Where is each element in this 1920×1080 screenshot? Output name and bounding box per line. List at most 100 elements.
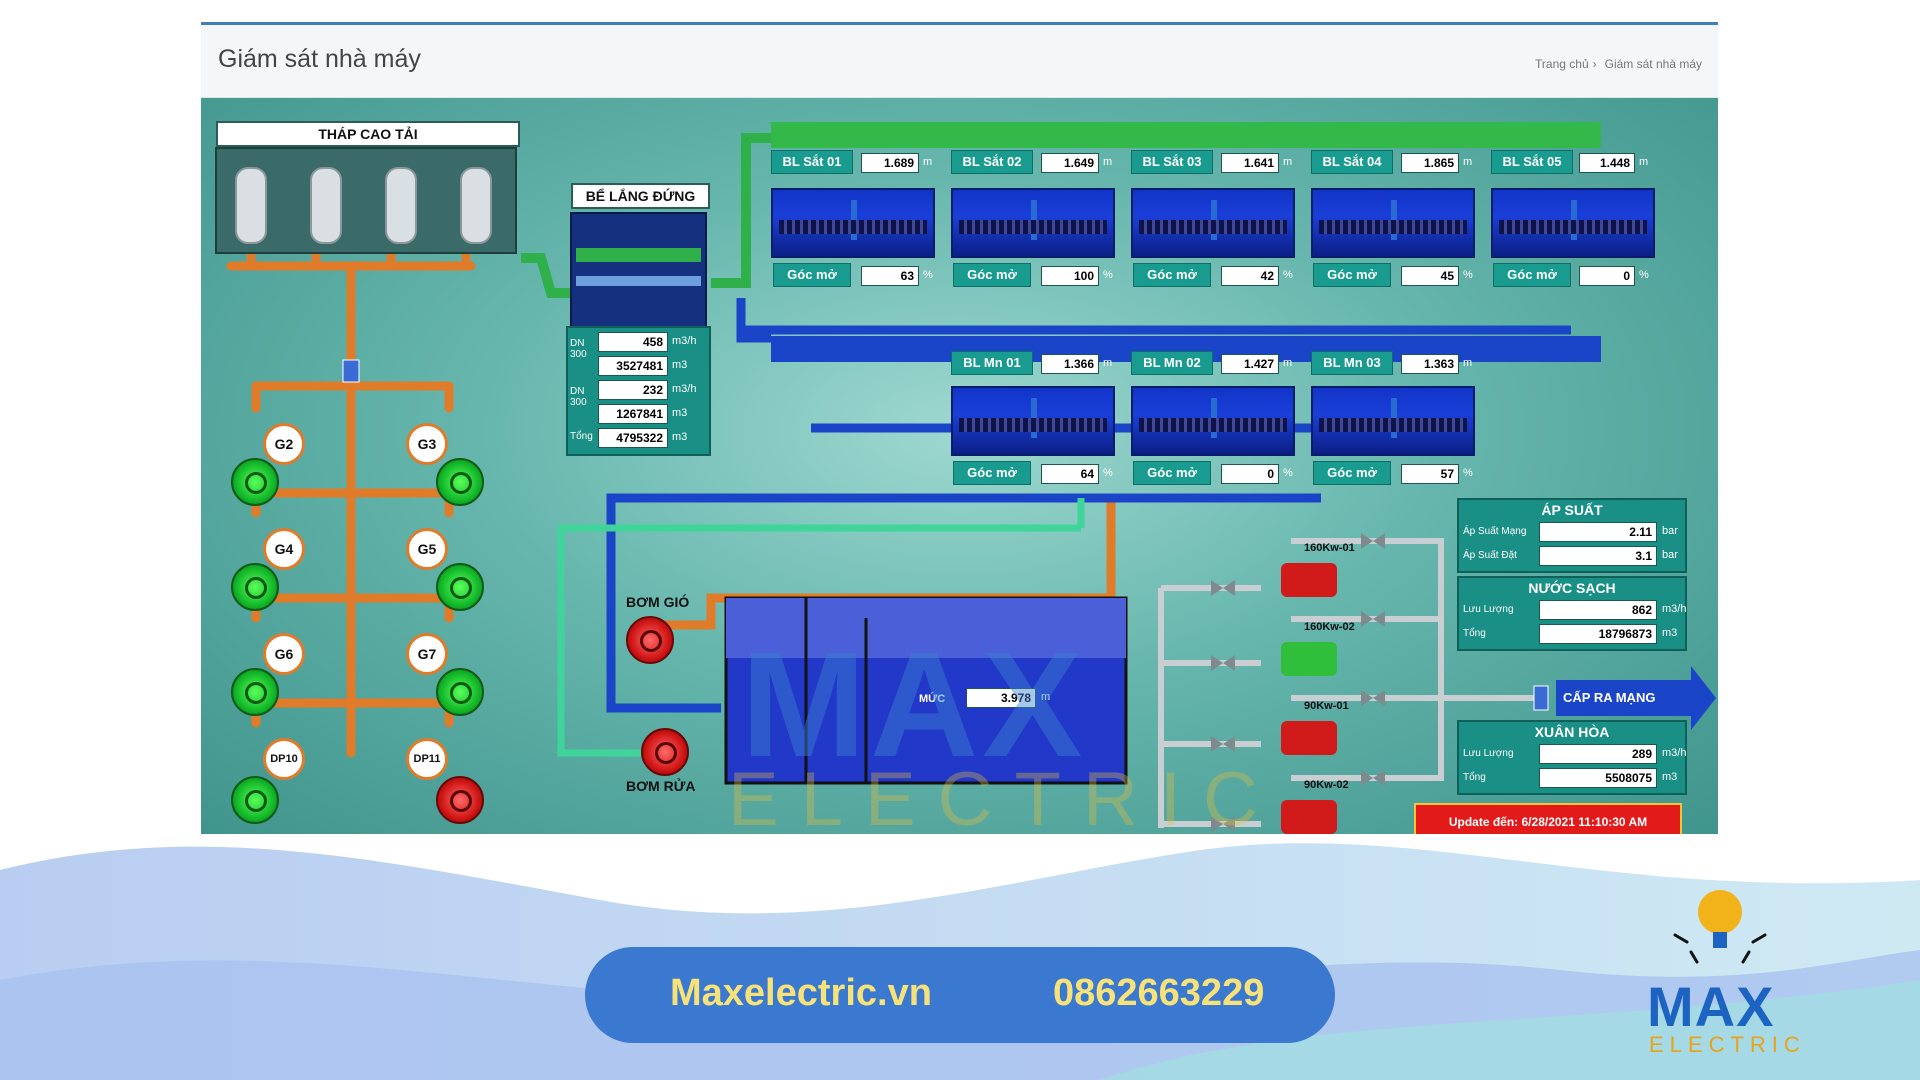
pressure-network-label: Áp Suất Mạng xyxy=(1463,526,1527,537)
tower-label: THÁP CAO TẢI xyxy=(216,121,520,147)
pressure-setpoint-unit: bar xyxy=(1662,549,1678,561)
iron-filter-1-open-unit: % xyxy=(923,269,933,281)
xuan-hoa-total-label: Tổng xyxy=(1463,772,1486,783)
iron-filter-2-open-label: Góc mở xyxy=(953,263,1031,287)
well-g4-pump[interactable] xyxy=(231,563,279,611)
manganese-filter-3-name: BL Mn 03 xyxy=(1311,351,1393,375)
manganese-filter-1-open: 64 xyxy=(1041,464,1099,484)
logo-text-max: MAX xyxy=(1647,975,1775,1038)
manganese-filter-3-open: 57 xyxy=(1401,464,1459,484)
wash-pump-label: BƠM RỬA xyxy=(626,778,696,794)
manganese-filter-2-open-label: Góc mở xyxy=(1133,461,1211,485)
iron-filter-1-tank xyxy=(771,188,935,258)
xuan-hoa-flow-value: 289 xyxy=(1539,744,1657,764)
clean-water-total-value: 18796873 xyxy=(1539,624,1657,644)
flow-meter-1-label: DN 300 xyxy=(570,338,587,360)
manganese-filter-2-level-unit: m xyxy=(1283,357,1293,369)
manganese-filter-1-name: BL Mn 01 xyxy=(951,351,1033,375)
watermark-electric: ELECTRIC xyxy=(728,757,1280,834)
iron-filter-2-open-unit: % xyxy=(1103,269,1113,281)
iron-filter-3-level: 1.641 xyxy=(1221,153,1279,173)
iron-filter-4-level-unit: m xyxy=(1463,156,1473,168)
breadcrumb: Trang chủ›Giám sát nhà máy xyxy=(1535,57,1702,71)
brand-logo: MAX ELECTRIC xyxy=(1645,880,1800,1060)
iron-filter-4-open: 45 xyxy=(1401,266,1459,286)
logo-text-electric: ELECTRIC xyxy=(1649,1032,1806,1057)
iron-filter-3-level-unit: m xyxy=(1283,156,1293,168)
pressure-setpoint-value: 3.1 xyxy=(1539,546,1657,566)
pressure-title: ÁP SUẤT xyxy=(1541,502,1603,518)
flow-meter-2-total-unit: m3 xyxy=(672,407,688,419)
website-link[interactable]: Maxelectric.vn xyxy=(670,972,932,1014)
iron-filter-2-level: 1.649 xyxy=(1041,153,1099,173)
well-dp10-pump[interactable] xyxy=(231,776,279,824)
well-dp11-pump[interactable] xyxy=(436,776,484,824)
iron-filter-3-open-label: Góc mở xyxy=(1133,263,1211,287)
well-dp11-label: DP11 xyxy=(406,738,448,780)
iron-filter-5-name: BL Sắt 05 xyxy=(1491,150,1573,174)
phone-number[interactable]: 0862663229 xyxy=(1053,972,1265,1014)
flow-meter-1-total: 3527481 xyxy=(598,356,668,376)
iron-filter-4-open-unit: % xyxy=(1463,269,1473,281)
manganese-filter-3-tank xyxy=(1311,386,1475,456)
well-g3-pump[interactable] xyxy=(436,458,484,506)
flow-meter-box: DN 300 458 m3/h 3527481 m3 DN 300 232 m3… xyxy=(566,326,711,456)
iron-filter-2-level-unit: m xyxy=(1103,156,1113,168)
flow-total-unit: m3 xyxy=(672,431,688,443)
manganese-filter-3-level: 1.363 xyxy=(1401,354,1459,374)
iron-filter-5-open-unit: % xyxy=(1639,269,1649,281)
iron-filter-3-tank xyxy=(1131,188,1295,258)
flow-meter-1-flow-unit: m3/h xyxy=(672,335,697,347)
iron-filter-1-open: 63 xyxy=(861,266,919,286)
blower-pump[interactable] xyxy=(626,616,674,664)
clean-water-box: NƯỚC SẠCH Lưu Lượng 862 m3/h Tổng 187968… xyxy=(1457,576,1687,651)
well-g5-label: G5 xyxy=(406,528,448,570)
iron-filter-3-open-unit: % xyxy=(1283,269,1293,281)
flow-total-value: 4795322 xyxy=(598,428,668,448)
well-g4-label: G4 xyxy=(263,528,305,570)
clean-water-flow-unit: m3/h xyxy=(1662,603,1687,615)
manganese-filter-1-tank xyxy=(951,386,1115,456)
iron-filter-5-tank xyxy=(1491,188,1655,258)
wash-pump[interactable] xyxy=(641,728,689,776)
breadcrumb-home-link[interactable]: Trang chủ xyxy=(1535,57,1589,71)
manganese-filter-1-level: 1.366 xyxy=(1041,354,1099,374)
manganese-filter-3-open-label: Góc mở xyxy=(1313,461,1391,485)
well-g6-label: G6 xyxy=(263,633,305,675)
iron-filter-1-level-unit: m xyxy=(923,156,933,168)
pressure-network-unit: bar xyxy=(1662,525,1678,537)
well-g2-pump[interactable] xyxy=(231,458,279,506)
outlet-label: CẤP RA MẠNG xyxy=(1563,690,1656,705)
iron-filter-4-level: 1.865 xyxy=(1401,153,1459,173)
clean-water-total-unit: m3 xyxy=(1662,627,1678,639)
flow-meter-2-label: DN 300 xyxy=(570,386,587,408)
settling-tank-label: BỂ LẮNG ĐỨNG xyxy=(571,183,710,209)
pump-160kw-02-label: 160Kw-02 xyxy=(1304,621,1355,633)
well-g7-label: G7 xyxy=(406,633,448,675)
watermark-max: MAX xyxy=(741,620,1087,788)
xuan-hoa-flow-label: Lưu Lượng xyxy=(1463,748,1514,759)
iron-filter-5-open-label: Góc mở xyxy=(1493,263,1571,287)
manganese-filter-3-level-unit: m xyxy=(1463,357,1473,369)
tank-level-unit: m xyxy=(1041,691,1051,703)
update-timestamp: Update đến: 6/28/2021 11:10:30 AM xyxy=(1414,803,1682,834)
manganese-filter-2-open: 0 xyxy=(1221,464,1279,484)
iron-filter-2-open: 100 xyxy=(1041,266,1099,286)
manganese-filter-1-open-unit: % xyxy=(1103,467,1113,479)
iron-filter-3-open: 42 xyxy=(1221,266,1279,286)
blower-pump-label: BƠM GIÓ xyxy=(626,594,690,610)
well-g7-pump[interactable] xyxy=(436,668,484,716)
flow-meter-2-total: 1267841 xyxy=(598,404,668,424)
iron-filter-4-tank xyxy=(1311,188,1475,258)
flow-total-label: Tổng xyxy=(570,431,593,442)
clean-water-flow-value: 862 xyxy=(1539,600,1657,620)
well-g6-pump[interactable] xyxy=(231,668,279,716)
xuan-hoa-total-unit: m3 xyxy=(1662,771,1678,783)
iron-filter-3-name: BL Sắt 03 xyxy=(1131,150,1213,174)
xuan-hoa-box: XUÂN HÒA Lưu Lượng 289 m3/h Tổng 5508075… xyxy=(1457,720,1687,795)
iron-filter-5-open: 0 xyxy=(1579,266,1635,286)
scada-diagram: THÁP CAO TẢI BỂ LẮNG ĐỨNG DN 300 458 m3/… xyxy=(201,98,1718,834)
manganese-filter-1-level-unit: m xyxy=(1103,357,1113,369)
iron-filter-1-open-label: Góc mở xyxy=(773,263,851,287)
well-g5-pump[interactable] xyxy=(436,563,484,611)
